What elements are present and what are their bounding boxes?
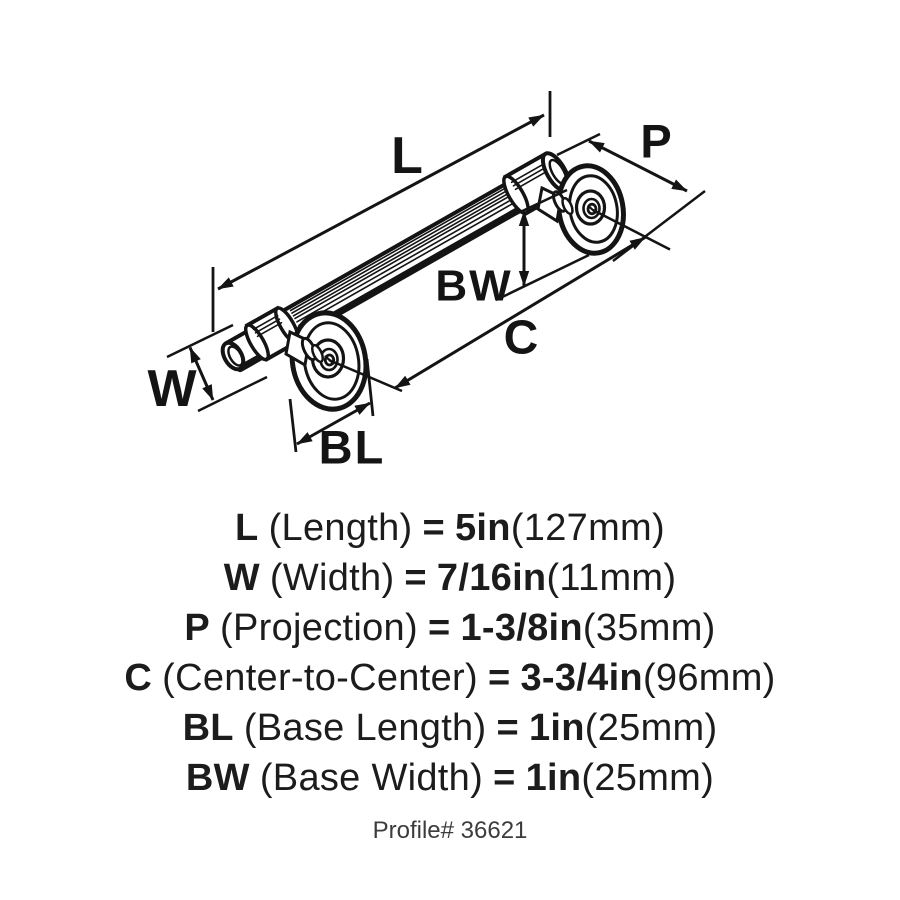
- spec-equals: =: [422, 507, 445, 549]
- spec-list: L(Length)=5in(127mm) W(Width)=7/16in(11m…: [0, 503, 900, 803]
- dim-label-length: L: [391, 127, 423, 185]
- dimension-center-to-center: [328, 208, 671, 393]
- spec-label: BL: [182, 707, 234, 749]
- bl-extension-tick-left: [288, 398, 298, 453]
- bw-extension-top: [500, 188, 568, 223]
- c-extension-right: [592, 208, 671, 251]
- p-extension-top: [556, 132, 601, 157]
- profile-number: Profile# 36621: [372, 817, 528, 844]
- spec-value-metric: (25mm): [584, 707, 718, 749]
- spec-value-imperial: 1in: [528, 707, 585, 749]
- dimension-width: [166, 323, 268, 413]
- dimension-length: [211, 91, 552, 332]
- dim-label-width: W: [147, 360, 197, 418]
- spec-name: (Width): [269, 557, 395, 599]
- spec-row-base-length: BL(Base Length)=1in(25mm): [0, 703, 900, 753]
- spec-label: BW: [185, 757, 250, 799]
- spec-row-center-to-center: C(Center-to-Center)=3-3/4in(96mm): [0, 653, 900, 703]
- bl-extension-tick-right: [365, 358, 375, 417]
- spec-name: (Base Length): [243, 707, 487, 749]
- spec-equals: =: [404, 557, 427, 599]
- spec-value-imperial: 7/16in: [436, 557, 547, 599]
- spec-name: (Length): [268, 507, 413, 549]
- w-extension-top: [166, 323, 234, 359]
- spec-label: C: [124, 657, 153, 699]
- spec-row-projection: P(Projection)=1-3/8in(35mm): [0, 603, 900, 653]
- p-dimension-line: [588, 139, 688, 193]
- spec-value-imperial: 1-3/8in: [460, 607, 583, 649]
- spec-label: P: [184, 607, 211, 649]
- spec-equals: =: [496, 707, 519, 749]
- w-dimension-line: [188, 346, 215, 401]
- dim-label-base-length: BL: [319, 421, 386, 474]
- bl-dimension-line: [296, 401, 371, 446]
- spec-name: (Center-to-Center): [162, 657, 478, 699]
- spec-equals: =: [487, 657, 511, 699]
- spec-value-metric: (127mm): [510, 507, 665, 549]
- spec-equals: =: [427, 607, 451, 649]
- spec-value-metric: (35mm): [582, 607, 716, 649]
- dim-label-center-to-center: C: [504, 312, 539, 365]
- c-extension-left: [328, 358, 403, 393]
- spec-value-imperial: 3-3/4in: [520, 657, 643, 699]
- spec-label: L: [235, 507, 259, 549]
- spec-equals: =: [493, 757, 516, 799]
- spec-name: (Projection): [220, 607, 418, 649]
- left-stem: [284, 329, 325, 368]
- c-dimension-line: [394, 236, 646, 390]
- spec-value-metric: (96mm): [642, 657, 776, 699]
- l-dimension-line: [217, 113, 545, 291]
- spec-row-base-width: BW(Base Width)=1in(25mm): [0, 753, 900, 803]
- spec-name: (Base Width): [259, 757, 484, 799]
- left-collar: [243, 305, 301, 363]
- spec-value-metric: (11mm): [546, 557, 677, 599]
- spec-value-imperial: 1in: [525, 757, 582, 799]
- w-extension-bottom: [197, 375, 268, 413]
- dimension-base-length: [288, 358, 375, 453]
- spec-label: W: [223, 557, 260, 599]
- spec-row-length: L(Length)=5in(127mm): [0, 503, 900, 553]
- spec-value-imperial: 5in: [455, 507, 511, 549]
- spec-value-metric: (25mm): [581, 757, 715, 799]
- dim-label-base-width: BW: [435, 262, 512, 311]
- dim-label-projection: P: [640, 115, 671, 168]
- spec-row-width: W(Width)=7/16in(11mm): [0, 553, 900, 603]
